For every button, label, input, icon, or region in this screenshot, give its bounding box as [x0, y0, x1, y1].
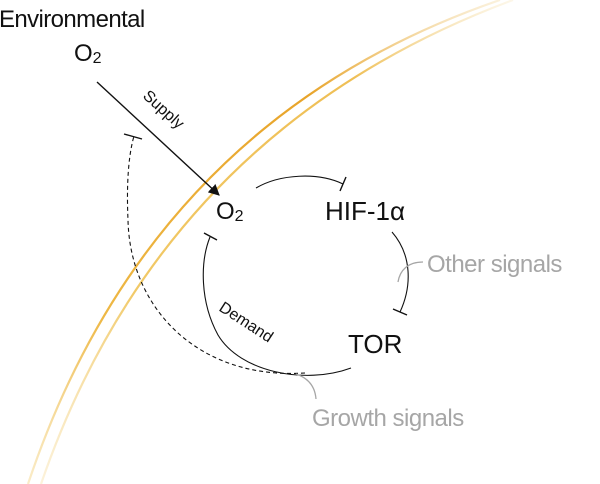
o2-hif-bar — [339, 176, 347, 192]
membrane-inner-arc — [39, 0, 514, 484]
hif-tor-inhibition — [391, 231, 409, 313]
dashed-inhibition-path — [126, 135, 306, 375]
o2-hif-inhibition — [255, 175, 344, 189]
environmental-o2-main: O — [74, 40, 93, 67]
demand-label: Demand — [216, 299, 276, 346]
membrane-outer-arc — [26, 0, 501, 484]
o2-subscript: 2 — [235, 208, 244, 225]
environmental-o2-subscript: 2 — [93, 50, 102, 67]
hif-tor-bar — [392, 308, 408, 316]
growth-signals-curve — [295, 373, 317, 400]
tor-label: TOR — [348, 329, 402, 359]
tor-o2-demand-inhibition — [202, 236, 352, 376]
growth-signals-label: Growth signals — [312, 405, 464, 432]
environmental-o2-label: O2 — [74, 40, 102, 67]
supply-arrow — [96, 81, 220, 196]
o2-main: O — [216, 198, 235, 225]
dashed-inhibition-bar — [123, 133, 143, 140]
supply-label: Supply — [139, 87, 187, 132]
hif-label: HIF-1α — [325, 196, 405, 226]
other-signals-label: Other signals — [427, 251, 562, 278]
environmental-label: Environmental — [0, 6, 145, 33]
tor-o2-bar — [203, 232, 218, 241]
o2-label: O2 — [216, 198, 244, 225]
other-signals-curve — [397, 261, 424, 283]
